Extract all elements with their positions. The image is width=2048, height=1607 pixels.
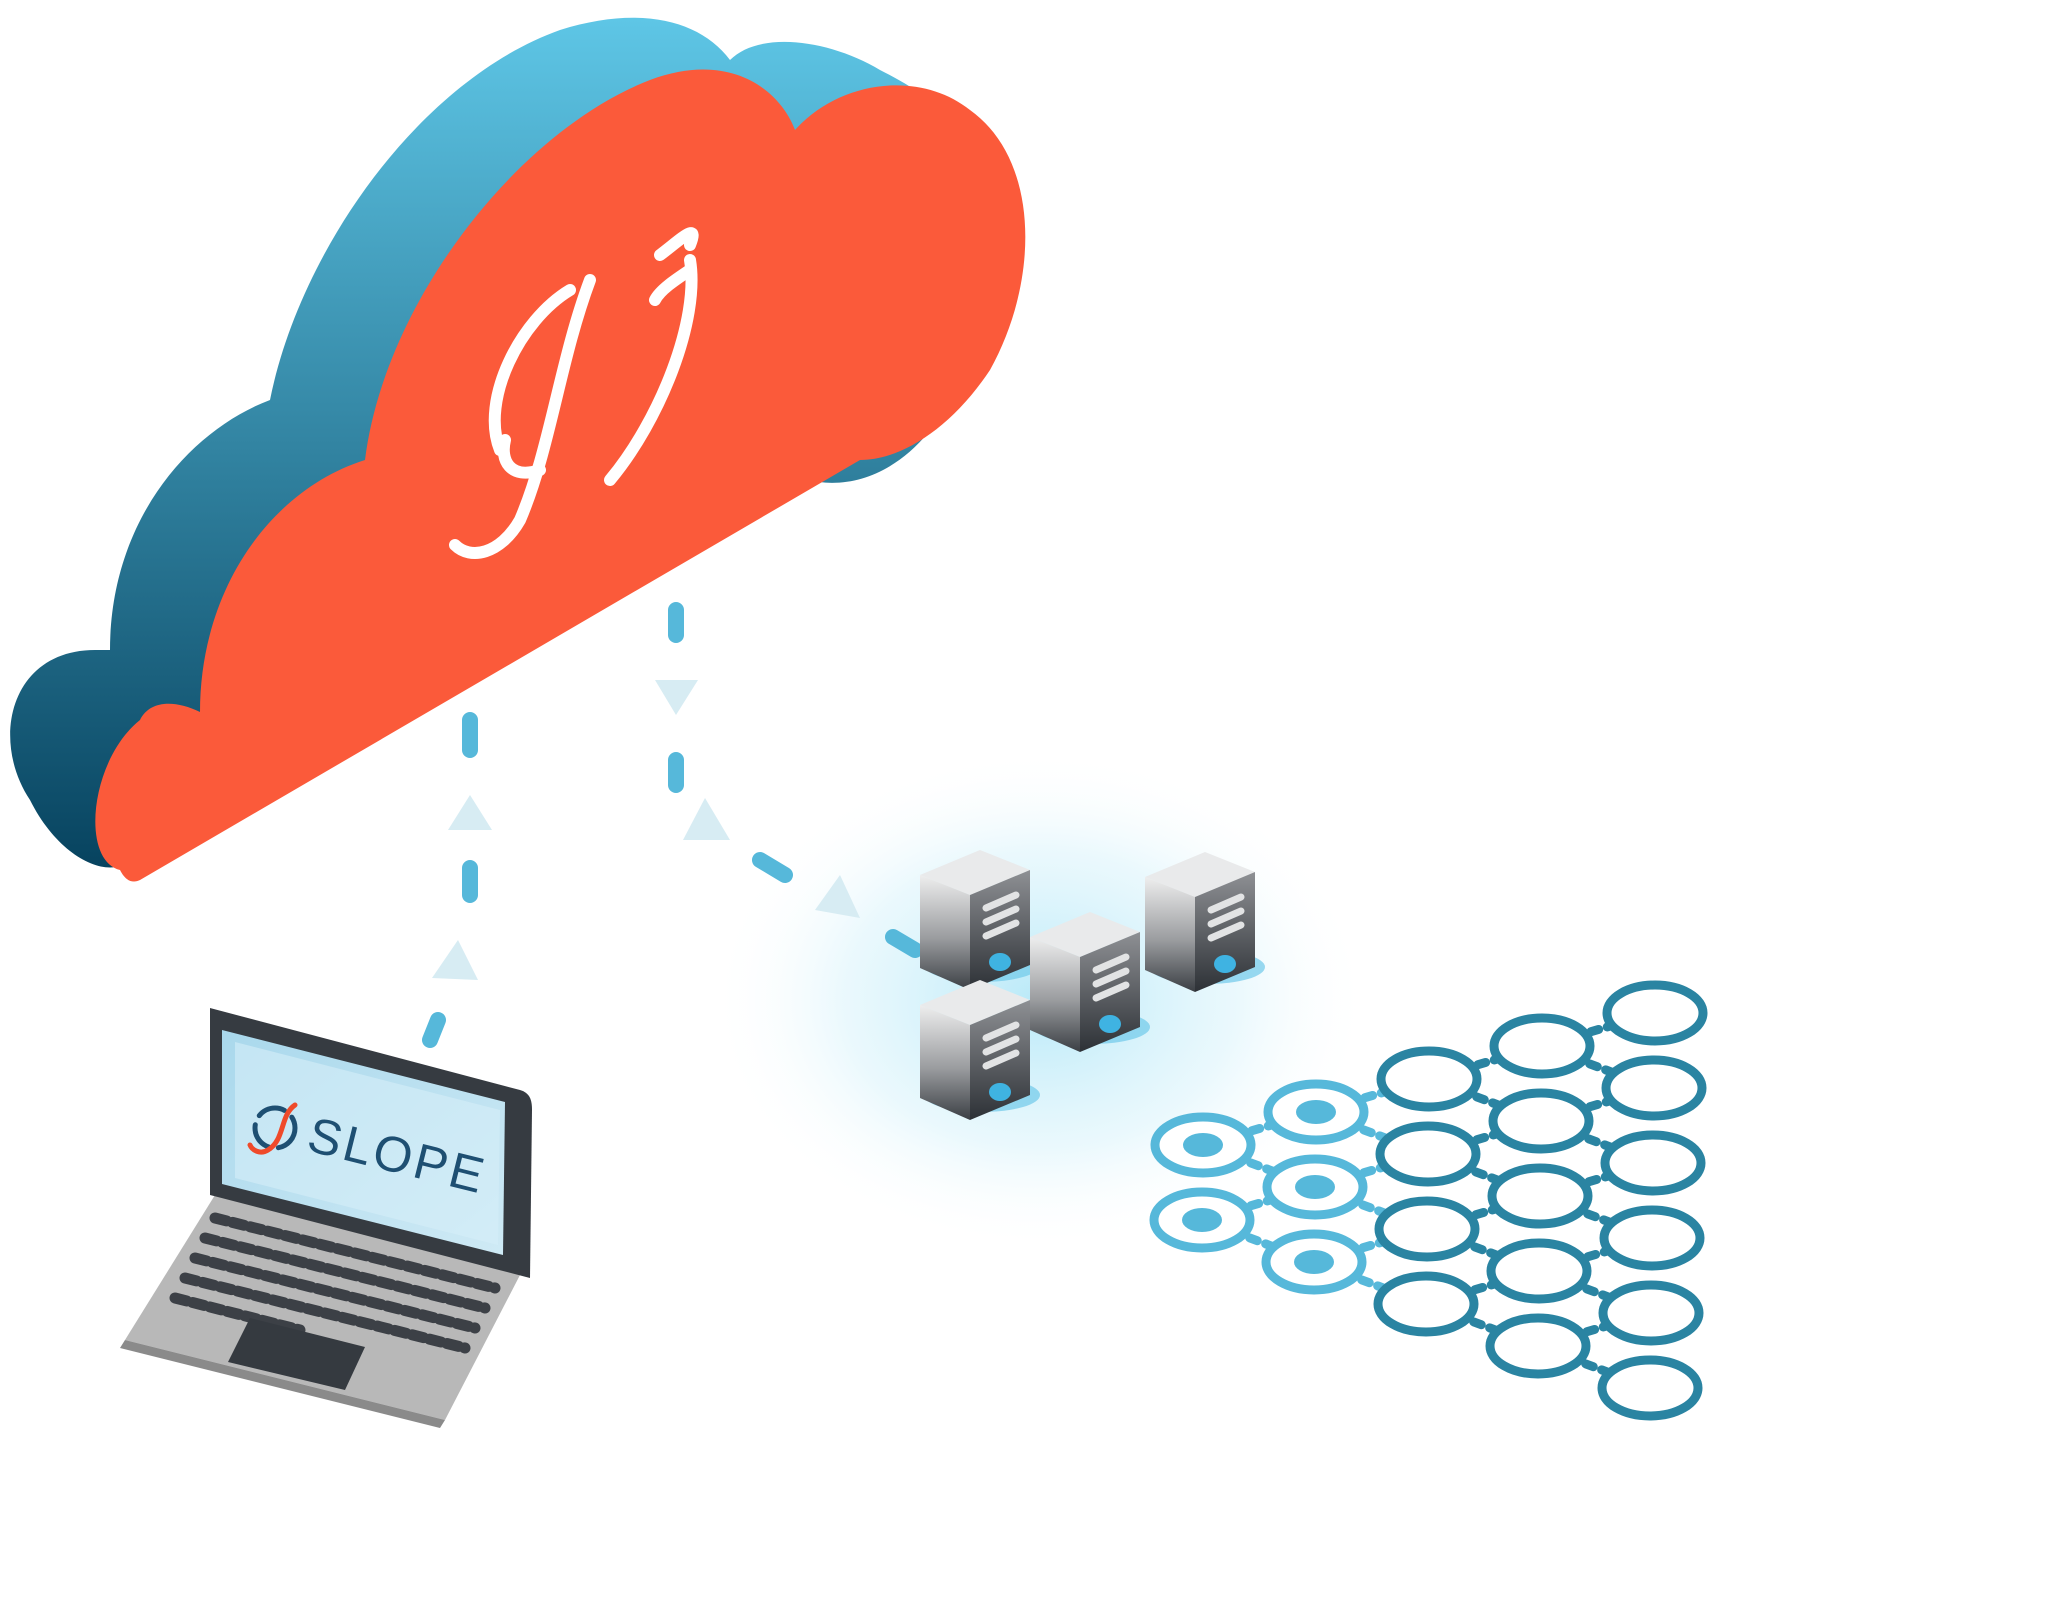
network-node-icon — [1486, 1238, 1592, 1304]
server-rack-icon — [920, 980, 1040, 1120]
laptop-base-edge — [120, 1340, 445, 1428]
laptop: SLOPE — [120, 1008, 532, 1428]
network-node-icon — [1489, 1013, 1595, 1079]
network-node-icon — [1373, 1271, 1479, 1337]
server-rack-icon — [1030, 912, 1150, 1052]
arrow-up-icon — [683, 798, 730, 840]
cloud-server-arrows — [655, 680, 860, 918]
laptop-cloud-connector — [422, 712, 478, 1048]
network-node-icon — [1598, 1280, 1704, 1346]
cloud-face — [95, 69, 1026, 882]
cloud-server-connector — [668, 602, 923, 958]
arrow-up-icon — [432, 940, 478, 980]
server-cluster — [920, 850, 1265, 1120]
network-node-icon — [1488, 1088, 1594, 1154]
network-node-icon — [1150, 1112, 1256, 1178]
network-node-icon — [1376, 1046, 1482, 1112]
network-node-icon — [1263, 1079, 1369, 1145]
network-node-icon — [1262, 1154, 1368, 1220]
slope-logo-icon — [449, 227, 699, 559]
server-rack-icon — [920, 850, 1040, 990]
network-node-icon — [1597, 1355, 1703, 1421]
arrow-down-icon — [655, 680, 698, 715]
network-node-icon — [1602, 980, 1708, 1046]
network-grid — [1149, 980, 1708, 1421]
screen-reflection — [235, 1042, 500, 1245]
network-node-icon — [1374, 1196, 1480, 1262]
arrow-up-icon — [448, 795, 492, 830]
network-node-icon — [1599, 1205, 1705, 1271]
network-node-icon — [1261, 1229, 1367, 1295]
slope-logo-icon — [247, 1102, 298, 1155]
network-node-icon — [1601, 1055, 1707, 1121]
network-node-icon — [1375, 1121, 1481, 1187]
network-node-icon — [1149, 1187, 1255, 1253]
touchpad — [228, 1318, 365, 1390]
keyboard — [169, 1212, 501, 1354]
cloud — [10, 17, 1026, 882]
arrow-up-icon — [815, 875, 860, 918]
network-node-icon — [1600, 1130, 1706, 1196]
network-node-icon — [1487, 1163, 1593, 1229]
server-rack-icon — [1145, 852, 1265, 992]
laptop-cloud-arrows — [432, 795, 492, 980]
network-node-icon — [1485, 1313, 1591, 1379]
